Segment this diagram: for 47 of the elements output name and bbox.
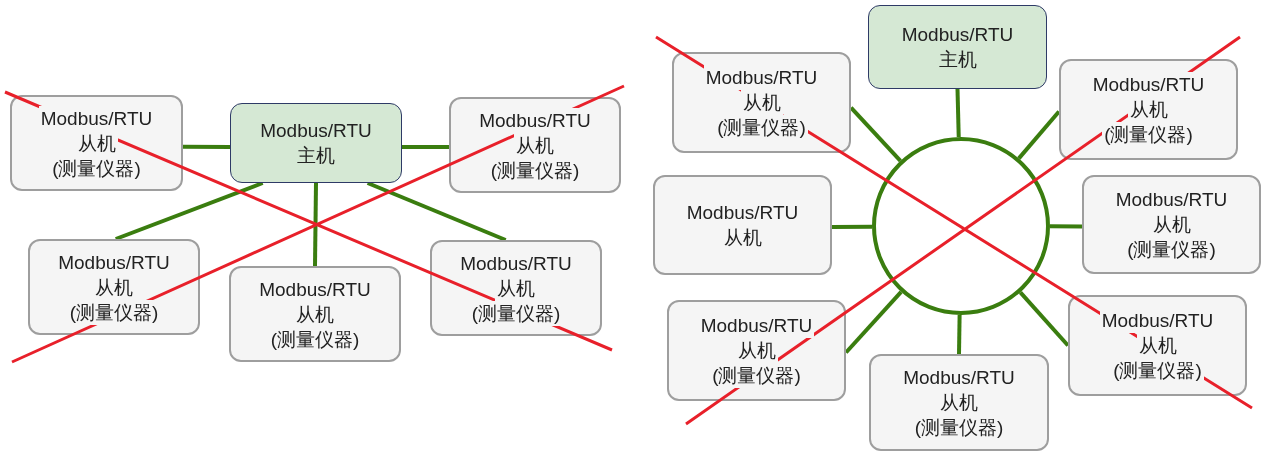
- slave-box: [28, 239, 200, 335]
- box-label: 从机: [740, 90, 783, 115]
- box-label: 从机: [721, 225, 764, 250]
- box-label: (测量仪器): [1111, 358, 1204, 383]
- slave-box: [653, 175, 832, 275]
- slave-box: [1068, 295, 1247, 396]
- box-label: 从机: [735, 338, 778, 363]
- master-box: [230, 103, 402, 183]
- box-label: 从机: [1136, 333, 1179, 358]
- connector-line: [955, 88, 961, 138]
- master-box: [868, 5, 1047, 89]
- connector-line: [957, 314, 962, 355]
- slave-box: [1059, 59, 1238, 160]
- box-label: (测量仪器): [710, 363, 803, 388]
- connector-line: [1050, 224, 1082, 229]
- box-label: 从机: [1150, 212, 1193, 237]
- connector-line: [1018, 290, 1070, 347]
- connector-line: [366, 181, 507, 242]
- connector-line: [1017, 110, 1061, 160]
- box-label: 从机: [514, 132, 556, 158]
- box-label: (测量仪器): [912, 415, 1006, 440]
- slave-box: [1082, 175, 1261, 274]
- slave-box: [430, 240, 602, 336]
- slave-box: [229, 266, 401, 362]
- connector-line: [183, 144, 230, 149]
- box-label: (测量仪器): [1102, 122, 1195, 147]
- box-label: 主机: [936, 47, 979, 72]
- connector-line: [832, 224, 872, 229]
- connector-line: [313, 182, 318, 267]
- box-label: 从机: [75, 130, 118, 156]
- box-label: Modbus/RTU: [477, 107, 593, 133]
- box-label: (测量仪器): [715, 115, 808, 140]
- box-label: 从机: [1127, 97, 1170, 122]
- box-label: (测量仪器): [469, 300, 563, 326]
- box-label: (测量仪器): [67, 299, 161, 325]
- box-label: 从机: [938, 390, 980, 415]
- box-label: 主机: [295, 143, 337, 168]
- connector-line: [849, 106, 902, 163]
- slave-box: [10, 95, 183, 191]
- slave-box: [672, 52, 851, 153]
- slave-box: [869, 354, 1049, 451]
- slave-box: [667, 300, 846, 401]
- connector-line: [402, 144, 449, 149]
- connector-line: [115, 181, 264, 241]
- slave-box: [449, 97, 621, 193]
- connector-line: [844, 290, 903, 354]
- box-label: (测量仪器): [1125, 237, 1218, 262]
